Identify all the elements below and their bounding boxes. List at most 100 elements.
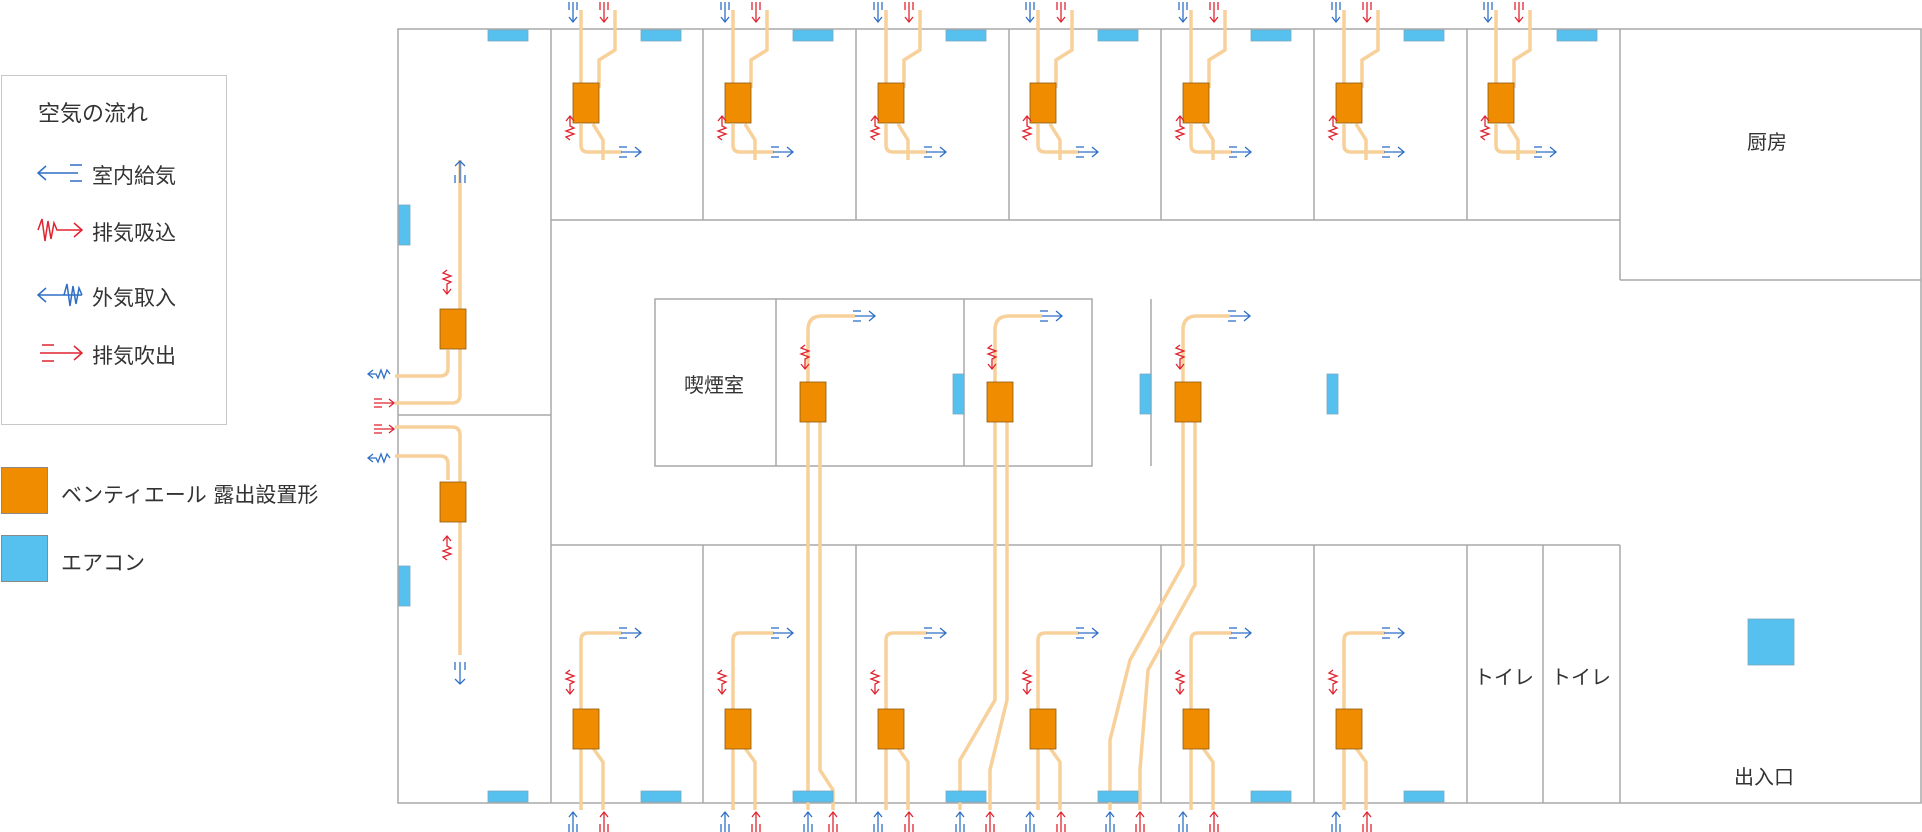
venti-air-unit xyxy=(1182,708,1210,750)
supply-arrow-icon xyxy=(771,146,795,158)
aircon-unit xyxy=(1250,790,1292,803)
exhaust-intake-icon xyxy=(441,534,453,561)
room-toilet-2: トイレ xyxy=(1551,665,1611,689)
legend-label-supply: 室内給気 xyxy=(92,164,176,188)
aircon-unit xyxy=(1556,29,1598,42)
supply-arrow-icon xyxy=(1228,310,1252,322)
aircon-unit xyxy=(792,29,834,42)
aircon-unit xyxy=(398,565,411,607)
duct xyxy=(988,422,1009,810)
duct xyxy=(395,350,450,378)
exhaust-intake-icon xyxy=(1327,669,1339,696)
room-kitchen: 厨房 xyxy=(1747,130,1787,154)
venti-air-unit xyxy=(1029,82,1057,124)
duct xyxy=(1506,123,1520,160)
outdoor-intake-icon xyxy=(955,810,965,832)
duct xyxy=(579,124,622,154)
duct xyxy=(591,123,605,160)
supply-arrow-icon xyxy=(454,662,466,685)
duct xyxy=(993,314,1042,382)
duct xyxy=(818,422,835,810)
duct xyxy=(1512,10,1532,88)
duct xyxy=(1048,123,1062,160)
duct xyxy=(395,454,450,480)
duct xyxy=(1036,631,1079,710)
duct xyxy=(902,10,922,88)
center-room-block xyxy=(654,298,1093,467)
room-toilet-1: トイレ xyxy=(1474,665,1534,689)
venti-air-unit xyxy=(572,82,600,124)
exhaust-outlet-icon xyxy=(828,810,838,832)
venti-air-unit xyxy=(877,708,905,750)
outdoor-intake-icon xyxy=(568,810,578,832)
exhaust-intake-icon xyxy=(564,669,576,696)
aircon-unit xyxy=(640,29,682,42)
outdoor-intake-icon xyxy=(568,2,578,24)
room-smoking: 喫煙室 xyxy=(684,373,744,397)
supply-arrow-icon xyxy=(853,310,877,322)
duct xyxy=(597,10,617,88)
aircon-unit xyxy=(487,790,529,803)
exhaust-intake-icon xyxy=(1174,114,1186,141)
duct xyxy=(1201,746,1215,810)
supply-arrow-icon xyxy=(1382,627,1406,639)
supply-arrow-icon xyxy=(619,146,643,158)
outer-wall xyxy=(397,28,1922,804)
exhaust-outlet-icon xyxy=(1209,810,1219,832)
outdoor-intake-icon xyxy=(1178,810,1188,832)
exhaust-outlet-icon xyxy=(374,398,396,408)
duct xyxy=(1207,10,1227,88)
exhaust-intake-icon xyxy=(799,344,811,371)
venti-air-unit xyxy=(1335,708,1363,750)
duct xyxy=(958,422,997,810)
duct xyxy=(1342,124,1385,154)
airflow-arrows xyxy=(366,2,1558,832)
venti-air-unit xyxy=(572,708,600,750)
exhaust-outlet-icon xyxy=(1362,2,1372,24)
aircon-unit xyxy=(1403,29,1445,42)
supply-arrow-icon xyxy=(1229,146,1253,158)
aircon-unit xyxy=(1747,618,1795,666)
legend-label-venti-air: ベンティエール 露出設置形 xyxy=(61,483,319,507)
aircon-unit xyxy=(1403,790,1445,803)
outdoor-intake-icon xyxy=(366,368,391,380)
duct xyxy=(1189,631,1232,710)
exhaust-outlet-icon xyxy=(985,810,995,832)
legend-title: 空気の流れ xyxy=(38,102,149,127)
exhaust-intake-icon xyxy=(716,114,728,141)
duct xyxy=(591,746,605,810)
outdoor-intake-icon xyxy=(1025,2,1035,24)
supply-arrow-icon xyxy=(454,160,466,183)
legend-label-aircon: エアコン xyxy=(61,551,145,575)
aircon-units xyxy=(398,29,1795,803)
legend-box xyxy=(1,75,227,425)
venti-air-swatch xyxy=(1,467,48,514)
supply-arrow-icon xyxy=(1382,146,1406,158)
duct xyxy=(731,631,774,710)
exhaust-outlet-icon xyxy=(1362,810,1372,832)
ventilation-units xyxy=(439,82,1515,750)
outdoor-intake-icon xyxy=(720,2,730,24)
venti-air-unit xyxy=(986,381,1014,423)
exhaust-intake-icon xyxy=(1174,669,1186,696)
outdoor-intake-icon xyxy=(1178,2,1188,24)
aircon-unit xyxy=(945,790,987,803)
aircon-swatch xyxy=(1,535,48,582)
aircon-unit xyxy=(1326,373,1339,415)
duct xyxy=(1494,124,1537,154)
duct xyxy=(579,631,622,710)
supply-arrow-icon xyxy=(1534,146,1558,158)
exhaust-outlet-icon xyxy=(904,810,914,832)
exhaust-intake-icon xyxy=(1021,669,1033,696)
aircon-unit xyxy=(1139,373,1152,415)
exhaust-outlet-icon xyxy=(374,424,396,434)
exhaust-intake-icon xyxy=(1174,344,1186,371)
outdoor-intake-icon xyxy=(366,452,391,464)
supply-arrow-icon xyxy=(1040,310,1064,322)
exhaust-outlet-icon xyxy=(1056,810,1066,832)
venti-air-unit xyxy=(1487,82,1515,124)
duct xyxy=(1181,314,1230,382)
aircon-unit xyxy=(952,373,965,415)
venti-air-unit xyxy=(799,381,827,423)
